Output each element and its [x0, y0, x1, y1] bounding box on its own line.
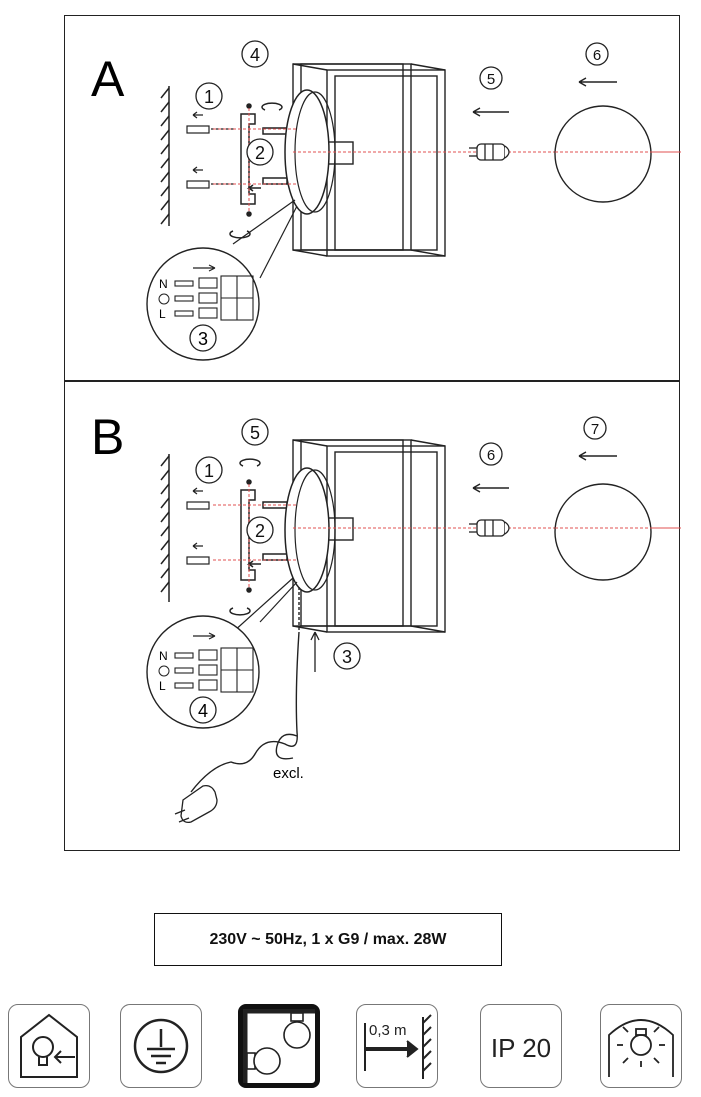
panel-b-diagram: B [91, 409, 681, 824]
protection-class-earth-icon [120, 1004, 202, 1088]
indoor-use-icon [8, 1004, 90, 1088]
panel-letter: B [91, 409, 124, 465]
plug-icon [174, 784, 218, 824]
step-marker: 2 [255, 143, 265, 163]
arrow-left [578, 77, 617, 87]
bulb-replaceable-icon [600, 1004, 682, 1088]
step-marker: 6 [593, 47, 601, 64]
arrow-left [472, 483, 509, 493]
panel-a-diagram: A [91, 40, 681, 361]
wiring-detail: N L 4 [146, 577, 298, 729]
g9-bulb [469, 143, 510, 161]
arrow-up [310, 631, 320, 672]
spec-box: 230V ~ 50Hz, 1 x G9 / max. 28W [154, 913, 502, 966]
step-marker: 5 [487, 71, 495, 88]
panel-a: A [64, 15, 681, 381]
ip-rating-icon: IP 20 [480, 1004, 562, 1088]
distance-label: 0,3 m [369, 1022, 407, 1039]
step-marker: 4 [198, 701, 208, 721]
step-marker: 1 [204, 87, 214, 107]
arrow-left [472, 107, 509, 117]
g9-bulb [469, 519, 510, 537]
wire-label-l: L [159, 307, 166, 321]
power-cable [190, 587, 320, 793]
ip-label: IP 20 [491, 1033, 551, 1063]
step-marker: 6 [487, 447, 495, 464]
glass-globe [554, 105, 652, 203]
earth-symbol-icon [158, 293, 170, 305]
icon-row: 0,3 m IP 20 [0, 1004, 701, 1094]
step-marker: 2 [255, 521, 265, 541]
wall-plugs [186, 111, 235, 189]
canopy [284, 89, 330, 215]
wire-label-l: L [159, 679, 166, 693]
step-marker: 7 [591, 421, 599, 438]
step-marker: 5 [250, 423, 260, 443]
earth-symbol-icon [158, 665, 170, 677]
step-marker: 3 [198, 329, 208, 349]
wall [160, 454, 170, 602]
min-distance-icon: 0,3 m [356, 1004, 438, 1088]
spec-text: 230V ~ 50Hz, 1 x G9 / max. 28W [209, 930, 447, 948]
wire-label-n: N [159, 649, 168, 663]
wiring-detail: N L 3 [146, 199, 298, 361]
wall-ceiling-mount-icon [238, 1004, 320, 1088]
panel-b: B [64, 381, 681, 851]
step-marker: 4 [250, 45, 260, 65]
step-marker: 3 [342, 647, 352, 667]
wall [160, 86, 170, 226]
wall-plugs [186, 487, 210, 565]
canopy [284, 467, 330, 593]
glass-globe [554, 483, 652, 581]
cable-note: excl. [273, 765, 304, 782]
arrow-left [578, 451, 617, 461]
mounting-bracket [229, 102, 288, 239]
step-marker: 1 [204, 461, 214, 481]
wire-label-n: N [159, 277, 168, 291]
panel-letter: A [91, 51, 125, 107]
